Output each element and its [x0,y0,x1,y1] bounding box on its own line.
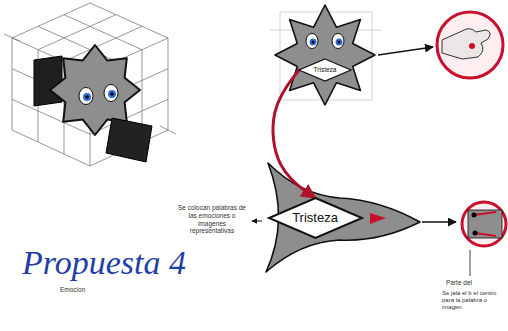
hand-detail-circle [437,12,503,78]
gear-character [34,56,62,106]
diamond-outline [299,59,351,81]
star-face [306,34,318,49]
gear-character [34,45,152,162]
emotion-diamond: Tristeza [299,59,351,81]
pointer-arrow [378,47,433,55]
pull-detail-circle [473,231,478,236]
star-face [275,5,375,105]
leader-line [252,221,262,222]
pull-detail-circle [474,212,496,215]
gear-character [104,85,118,102]
gear-character [106,118,152,162]
gear-character [110,92,114,96]
star-face [312,41,315,44]
pull-detail-circle [475,233,496,236]
leader-line [470,250,471,276]
star-face [332,34,344,49]
isometric-grid [12,3,168,166]
star-face [275,5,375,105]
emotion-diamond: Tristeza [269,198,362,238]
hand-detail-circle [442,29,490,59]
isometric-grid [4,34,20,41]
emotion-shape [370,213,386,224]
emotion-shape [266,163,420,272]
gear-character [83,93,91,101]
note-text: Emocion [60,286,110,294]
pointer-arrow [422,221,456,223]
pull-detail-circle [462,202,506,246]
gear-character [79,88,93,105]
gear-character [108,90,116,98]
note-text: Se jala el b el centro para la palabra o… [442,290,504,312]
diamond-outline [269,198,362,238]
hand-detail-circle [437,12,503,78]
emotion-shape [266,163,420,272]
isometric-grid [38,15,116,50]
sketch-title: Propuesta 4 [22,246,186,280]
node-text: Tristeza [314,66,337,73]
star-face [336,39,343,46]
node-text: Tristeza [292,211,338,226]
pull-detail-circle [462,202,506,246]
pull-detail-circle [472,213,477,218]
isometric-grid [64,15,142,50]
gear-character [85,95,89,99]
note-text: Se colocan palabras de las emociones o i… [176,204,248,235]
pull-detail-circle [468,210,502,238]
star-face [338,41,341,44]
hand-detail-circle [469,43,475,49]
isometric-grid [160,126,176,134]
isometric-grid [4,3,176,166]
flow-arrow [273,70,315,198]
star-face [310,39,317,46]
note-text: Parte del [446,279,504,287]
